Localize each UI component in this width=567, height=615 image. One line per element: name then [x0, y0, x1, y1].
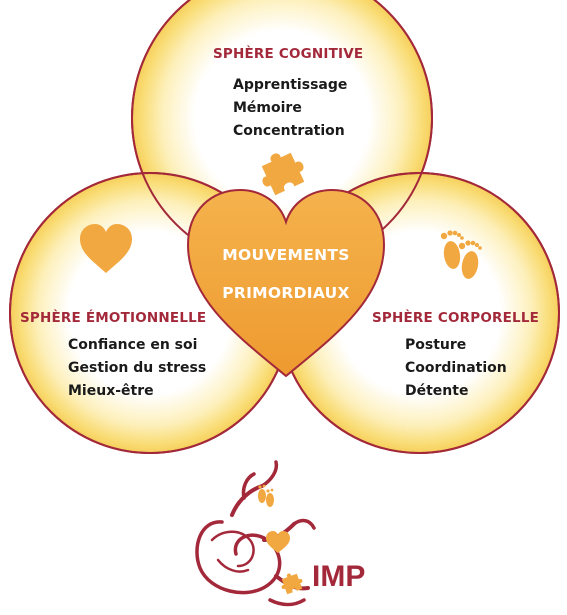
list-item: Gestion du stress	[68, 360, 207, 376]
imp-logo-graphic	[195, 460, 316, 607]
logo-puzzle-icon	[281, 573, 303, 595]
list-item: Apprentissage	[233, 77, 348, 93]
list-item: Concentration	[233, 123, 345, 139]
sphere-body-list: Posture Coordination Détente	[405, 334, 507, 403]
sphere-emotional-list: Confiance en soi Gestion du stress Mieux…	[68, 334, 206, 403]
footprints-icon	[440, 230, 482, 279]
puzzle-piece-icon	[261, 152, 305, 196]
sphere-body-title: SPHÈRE CORPORELLE	[372, 310, 540, 326]
logo-footprints-icon	[258, 484, 274, 507]
sphere-cognitive-list: Apprentissage Mémoire Concentration	[233, 74, 347, 143]
list-item: Coordination	[405, 360, 507, 376]
sphere-cognitive-title: SPHÈRE COGNITIVE	[213, 46, 364, 62]
list-item: Confiance en soi	[68, 337, 198, 353]
center-label-line2: PRIMORDIAUX	[222, 284, 350, 302]
list-item: Détente	[405, 383, 469, 399]
heart-icon	[80, 224, 132, 273]
list-item: Mieux-être	[68, 383, 154, 399]
sphere-emotional-title: SPHÈRE ÉMOTIONNELLE	[20, 310, 207, 326]
list-item: Posture	[405, 337, 467, 353]
list-item: Mémoire	[233, 100, 302, 116]
logo-heart-icon	[266, 531, 290, 553]
logo-text: IMP	[312, 560, 366, 593]
center-heart-shape	[186, 188, 386, 378]
center-label-line1: MOUVEMENTS	[222, 246, 350, 264]
